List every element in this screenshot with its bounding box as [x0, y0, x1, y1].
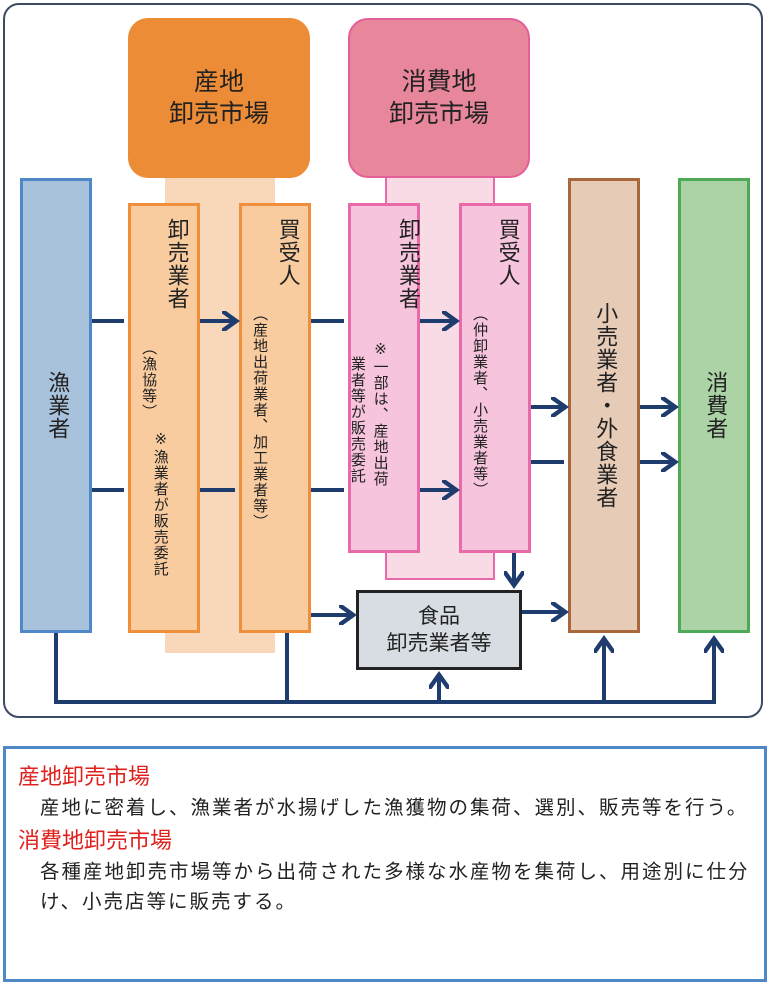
shohi-market-line2: 卸売市場	[388, 99, 489, 128]
legend-shohi-title: 消費地卸売市場	[18, 829, 173, 854]
consumer-label: 消費者	[702, 371, 728, 440]
retailer-box: 小売業者・外食業者	[568, 178, 640, 633]
food-wholesaler-box: 食品 卸売業者等	[356, 590, 522, 670]
fisher-label: 漁業者	[44, 371, 70, 440]
sanchi-wholesaler-note2: ※漁業者が販売委託	[151, 430, 170, 577]
sanchi-buyer-title: 買受人	[274, 218, 300, 287]
shohi-market-header: 消費地 卸売市場	[348, 18, 530, 178]
food-wholesaler-line1: 食品	[418, 603, 460, 628]
legend-sanchi-title: 産地卸売市場	[18, 765, 151, 790]
legend-panel: 産地卸売市場 産地に密着し、漁業者が水揚げした漁獲物の集荷、選別、販売等を行う。…	[3, 746, 767, 982]
shohi-market-line1: 消費地	[401, 66, 477, 96]
shohi-wholesaler-title: 卸売業者	[394, 218, 420, 310]
legend-sanchi-desc: 産地に密着し、漁業者が水揚げした漁獲物の集荷、選別、販売等を行う。	[40, 796, 749, 819]
sanchi-buyer-box: 買受人 （産地出荷業者、加工業者等）	[239, 203, 311, 633]
sanchi-market-header: 産地 卸売市場	[128, 18, 310, 178]
shohi-wholesaler-note1: ※一部は、産地出荷	[371, 340, 390, 487]
sanchi-buyer-note: （産地出荷業者、加工業者等）	[251, 306, 270, 530]
retailer-label: 小売業者・外食業者	[592, 302, 618, 509]
shohi-wholesaler-note2: 業者等が販売委託	[348, 356, 367, 484]
fisher-box: 漁業者	[20, 178, 92, 633]
sanchi-wholesaler-title: 卸売業者	[163, 218, 189, 310]
food-wholesaler-line2: 卸売業者等	[386, 631, 492, 655]
shohi-buyer-note: （仲卸業者、小売業者等）	[471, 306, 490, 498]
shohi-buyer-title: 買受人	[494, 218, 520, 287]
consumer-box: 消費者	[678, 178, 750, 633]
flow-arrows	[54, 0, 770, 704]
sanchi-market-line2: 卸売市場	[168, 99, 269, 128]
sanchi-wholesaler-box: 卸売業者 （漁協等）	[128, 203, 200, 633]
shohi-wholesaler-box: 卸売業者 ※一部は、産地出荷 業者等が販売委託	[348, 203, 420, 553]
legend-shohi-desc: 各種産地卸売市場等から出荷された多様な水産物を集荷し、用途別に仕分け、小売店等に…	[40, 860, 750, 913]
shohi-buyer-box: 買受人 （仲卸業者、小売業者等）	[459, 203, 531, 553]
sanchi-market-line1: 産地	[193, 66, 244, 96]
sanchi-wholesaler-note1: （漁協等）	[140, 340, 159, 420]
